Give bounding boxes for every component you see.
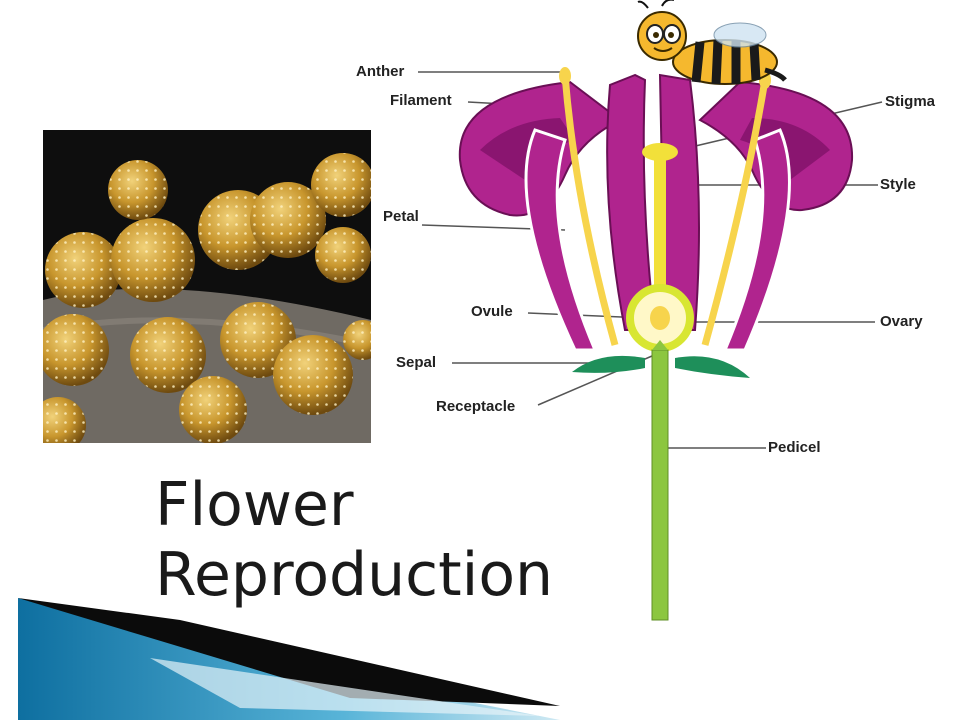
title-line-2: Reproduction: [155, 540, 554, 610]
label-ovule: Ovule: [471, 303, 513, 320]
pollen-micrograph-image: [43, 130, 371, 443]
slide-title: Flower Reproduction: [155, 470, 553, 610]
label-stigma: Stigma: [885, 93, 936, 110]
sepal-right: [675, 356, 750, 378]
pistil: [642, 143, 678, 310]
bee-mascot-image: [637, 0, 787, 85]
petals: [458, 73, 854, 352]
corner-swoosh: [18, 598, 560, 720]
label-receptacle: Receptacle: [436, 398, 516, 415]
label-style: Style: [880, 176, 916, 193]
sepal-left: [572, 355, 645, 373]
label-ovary: Ovary: [880, 313, 923, 330]
label-petal: Petal: [383, 208, 419, 225]
pedicel-stem: [651, 349, 669, 621]
label-sepal: Sepal: [396, 354, 437, 371]
label-pedicel: Pedicel: [768, 439, 821, 456]
label-filament: Filament: [390, 92, 452, 109]
title-line-1: Flower: [155, 470, 354, 540]
label-anther: Anther: [356, 63, 405, 80]
ovule-shape: [650, 306, 670, 330]
flower-diagram: [418, 67, 883, 621]
